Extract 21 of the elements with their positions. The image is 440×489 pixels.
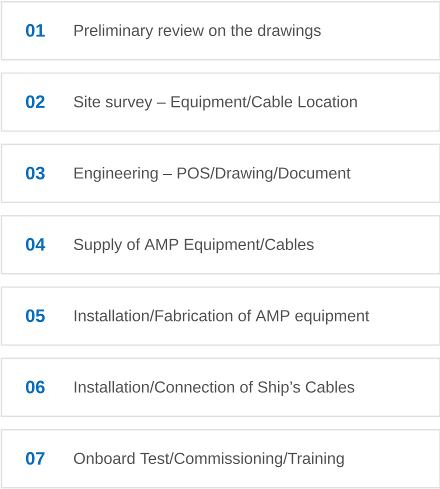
step-number: 07 xyxy=(26,452,44,465)
step-number: 04 xyxy=(26,238,46,251)
step-box xyxy=(0,286,440,346)
step-text: Supply of AMP Equipment/Cables xyxy=(74,238,314,254)
step-number: 02 xyxy=(26,95,45,108)
step-text: Engineering – POS/Drawing/Document xyxy=(74,166,351,182)
step-number: 01 xyxy=(26,24,45,37)
step-number: 05 xyxy=(26,309,45,322)
step-text: Installation/Fabrication of AMP equipment xyxy=(74,310,370,325)
step-text: Preliminary review on the drawings xyxy=(74,24,321,40)
step-box xyxy=(0,72,440,132)
step-box xyxy=(0,1,440,60)
step-box xyxy=(0,428,440,488)
step-text: Site survey – Equipment/Cable Location xyxy=(74,96,357,111)
step-number: 03 xyxy=(26,166,45,180)
step-box xyxy=(0,358,440,418)
step-box xyxy=(0,144,440,204)
step-text: Onboard Test/Commissioning/Training xyxy=(74,452,344,468)
step-text: Installation/Connection of Ship’s Cables xyxy=(74,380,354,396)
step-number: 06 xyxy=(26,380,45,394)
step-box xyxy=(0,215,440,274)
